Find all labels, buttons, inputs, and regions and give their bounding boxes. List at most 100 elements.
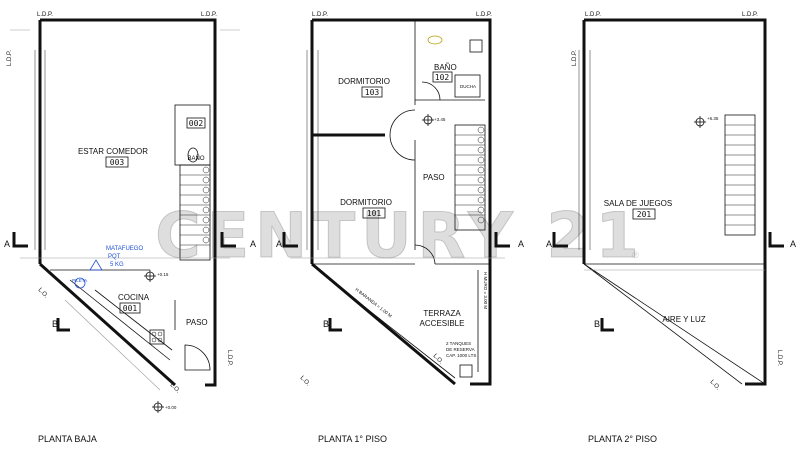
second-level-label: +6.35 (707, 116, 719, 121)
tank-icon (459, 364, 473, 378)
toilet-icon (187, 147, 199, 163)
shower-label: DUCHA (460, 84, 476, 89)
section-a-label: A (546, 239, 552, 249)
void-diagonal (583, 263, 766, 385)
level-mid-label: +0.15 (157, 272, 169, 277)
ldp-label: L.D.P. (226, 350, 232, 366)
extinguisher-label: MATAFUEGO (106, 246, 143, 252)
section-marker-icon (768, 232, 784, 248)
first-door-swing (421, 81, 441, 101)
section-a-label: A (250, 239, 256, 249)
room-code-box (362, 207, 386, 219)
air-light-label: AIRE Y LUZ (662, 315, 705, 324)
ground-hall-name: PASO (186, 318, 208, 327)
watermark-registered-mark: ® (632, 250, 639, 260)
section-a-label: A (276, 239, 282, 249)
kitchen-counter-inner (94, 289, 173, 351)
first-stair (454, 124, 486, 231)
lo-label: L.O. (299, 375, 311, 387)
section-marker-icon (552, 232, 568, 248)
second-stair-steps (725, 124, 755, 226)
ldp-label: L.D.P. (585, 12, 601, 18)
section-a-label: A (518, 239, 524, 249)
first-door-swing (389, 109, 416, 136)
ldp-label: L.D.P. (7, 50, 13, 66)
section-marker-icon (56, 318, 70, 332)
section-b-label: B (323, 319, 329, 329)
first-floor-title: PLANTA 1° PISO (318, 434, 387, 444)
lo-label: L.O. (169, 382, 181, 394)
first-stair-steps (455, 126, 485, 224)
section-b-label: B (52, 319, 58, 329)
extinguisher-capacity: 5 KG (110, 262, 124, 268)
room-code-box (361, 86, 383, 98)
ldp-label: L.D.P. (776, 350, 782, 366)
first-hall-name: PASO (423, 173, 445, 182)
level-bottom-label: +0.00 (165, 405, 177, 410)
first-outer-wall (312, 18, 492, 386)
section-a-label: A (4, 239, 10, 249)
living-room-name: ESTAR COMEDOR (78, 147, 148, 156)
bath-name: BAÑO (187, 155, 204, 162)
ldp-label: L.D.P. (572, 50, 578, 66)
room-code-box (105, 156, 129, 168)
ground-outer-wall (40, 18, 217, 387)
bedroom-103-name: DORMITORIO (338, 77, 390, 86)
ground-diagonal-wall (38, 262, 177, 387)
ground-stair-steps (180, 166, 210, 246)
kitchen-name: COCINA (118, 293, 150, 302)
first-bath-name: BAÑO (434, 63, 457, 72)
extinguisher-icon (89, 259, 103, 271)
stove-icon (149, 329, 165, 345)
lo-label: L.O. (432, 353, 444, 365)
section-b-label: B (594, 319, 600, 329)
second-floor-title: PLANTA 2° PISO (588, 434, 657, 444)
room-code-box (119, 302, 141, 314)
plan-ground-floor: L.D.P. L.D.P. L.D.P. L.D.P. L.O. L.O. A … (4, 12, 256, 444)
toilet-icon (469, 39, 483, 53)
ground-bath-code-box (186, 117, 206, 129)
section-a-label: A (790, 239, 796, 249)
room-code-box (632, 208, 656, 220)
first-level-label: +3.45 (434, 117, 446, 122)
room-code-box (432, 71, 453, 83)
section-marker-icon (220, 232, 236, 248)
section-marker-icon (328, 318, 342, 332)
ground-door-swing (184, 344, 211, 371)
wall-height-label: H MURO = 3.00 M (483, 272, 488, 309)
kitchen-code: 001 (123, 304, 138, 313)
second-outer-wall (584, 18, 767, 386)
section-marker-icon (494, 232, 510, 248)
first-door-swing (389, 134, 416, 161)
ldp-label: L.D.P. (312, 12, 328, 18)
sink-icon (74, 277, 86, 289)
ldp-label: L.D.P. (201, 12, 217, 18)
play-room-code: 201 (637, 210, 652, 219)
section-marker-icon (12, 232, 28, 248)
lo-label: L.O. (709, 379, 721, 391)
shower-icon (454, 74, 481, 98)
bedroom-101-name: DORMITORIO (340, 198, 392, 207)
lo-label: L.O. (37, 287, 49, 299)
bedroom-103-code: 103 (365, 88, 380, 97)
tanks-reserve: DE RESERVA (446, 347, 475, 352)
ldp-label: L.D.P. (476, 12, 492, 18)
play-room-name: SALA DE JUEGOS (604, 199, 672, 208)
living-room-code: 003 (110, 158, 125, 167)
extinguisher-type: PQT (108, 254, 121, 260)
first-bath-code: 102 (435, 73, 450, 82)
washbasin-icon (427, 35, 443, 45)
plan-first-floor: L.D.P. L.D.P. L.O. L.O. A A B DORMITORIO… (276, 12, 524, 444)
first-door-swing (414, 244, 436, 265)
terrace-name: TERRAZA (423, 309, 461, 318)
ground-stair (179, 164, 211, 261)
sink-label: PILETA (72, 278, 87, 283)
section-line (64, 299, 161, 391)
ground-floor-title: PLANTA BAJA (38, 434, 97, 444)
watermark-text: CENTURY 21 (155, 199, 645, 272)
bath-code: 002 (189, 119, 204, 128)
section-marker-icon (282, 232, 298, 248)
section-marker-icon (600, 318, 614, 332)
ldp-label: L.D.P. (37, 12, 53, 18)
